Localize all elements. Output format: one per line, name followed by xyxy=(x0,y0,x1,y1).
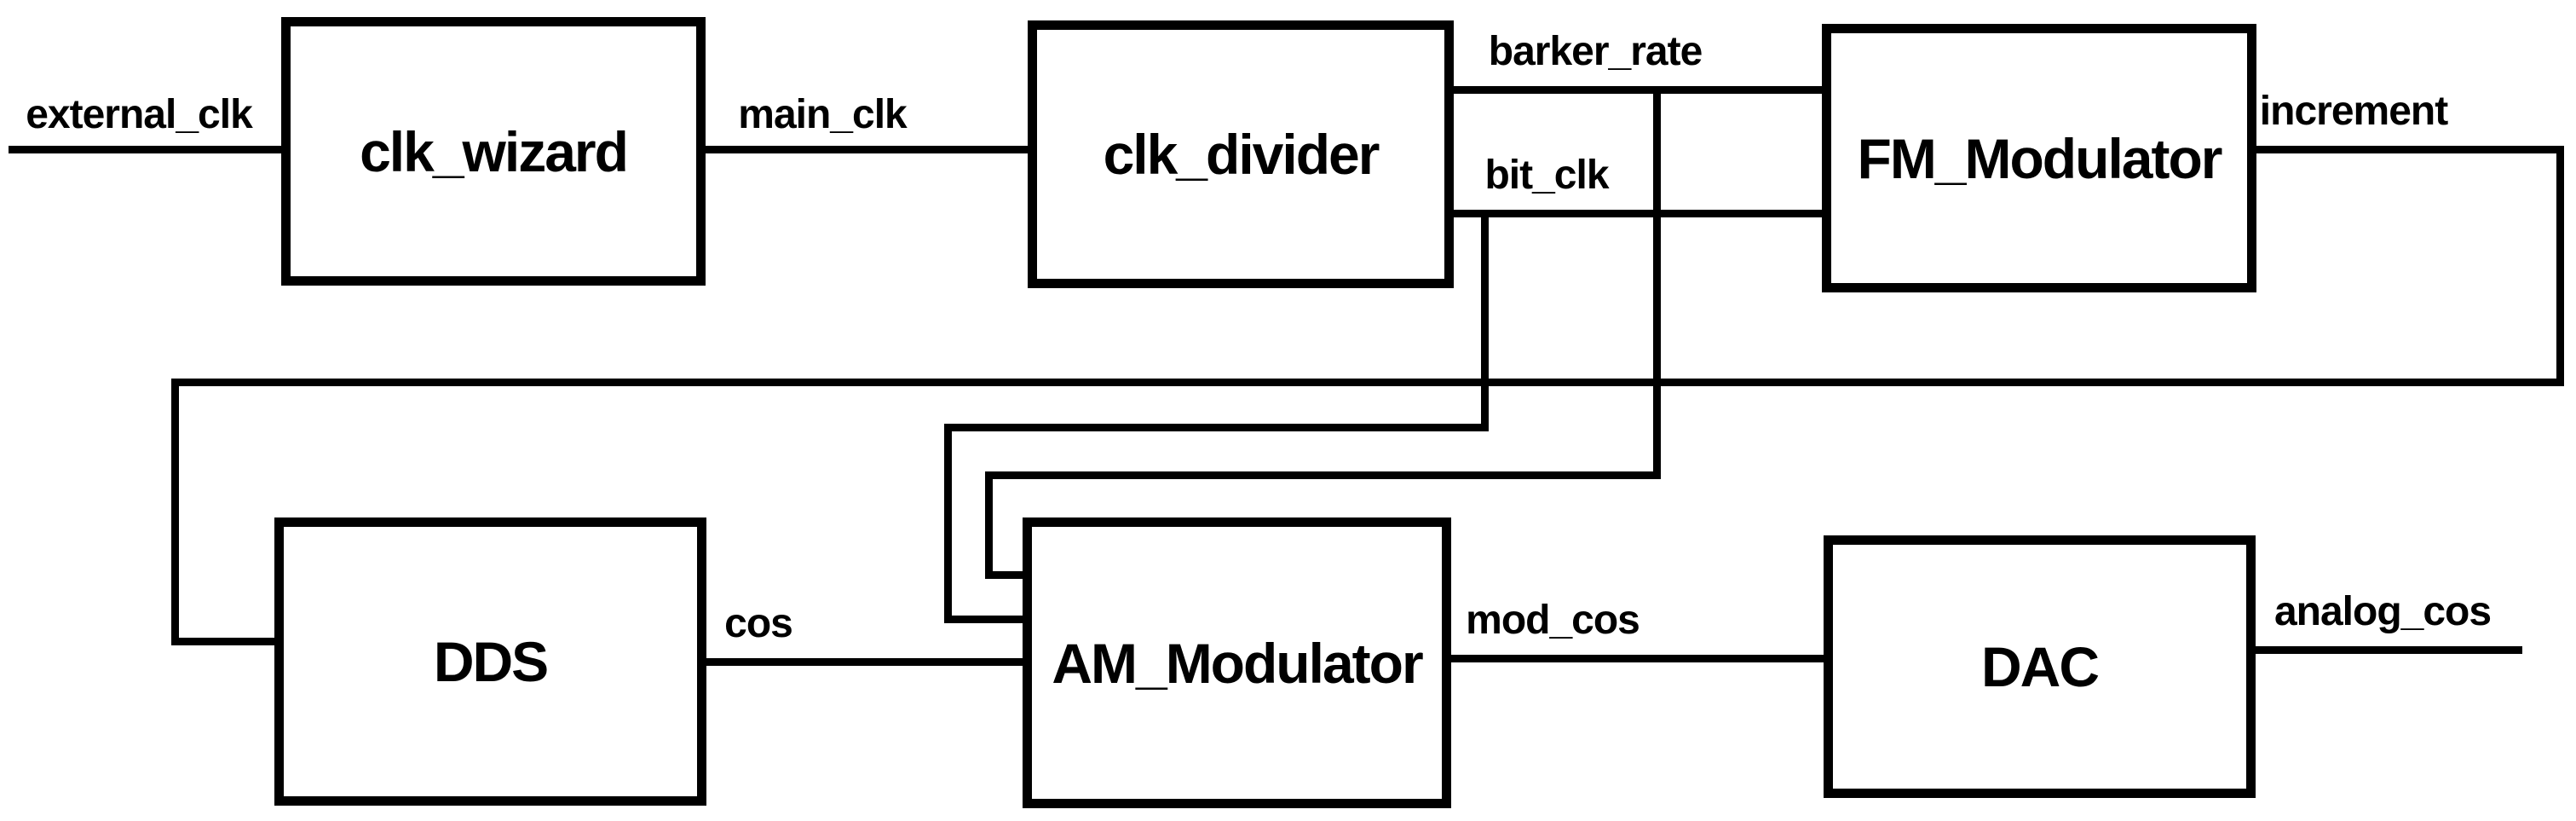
block-dds-label: DDS xyxy=(433,630,549,693)
wire-bit-clk-am-stub xyxy=(944,616,1032,623)
signal-label-main-clk: main_clk xyxy=(738,92,907,137)
signal-label-barker-rate: barker_rate xyxy=(1488,29,1703,74)
block-fm-modulator-label: FM_Modulator xyxy=(1857,126,2223,190)
signal-label-external-clk: external_clk xyxy=(26,92,253,137)
block-clk-wizard-label: clk_wizard xyxy=(360,119,629,183)
wire-bit-clk-drop xyxy=(1481,210,1489,431)
wire-cos xyxy=(706,658,1032,666)
signal-label-analog-cos: analog_cos xyxy=(2273,589,2492,634)
wire-increment-feedback xyxy=(171,379,2564,386)
wire-analog-cos xyxy=(2256,646,2522,654)
wire-bit-clk-down-to-am xyxy=(944,424,952,623)
block-am-modulator: AM_Modulator xyxy=(1023,517,1451,808)
block-am-modulator-label: AM_Modulator xyxy=(1052,631,1423,695)
wire-bit-clk xyxy=(1454,210,1822,217)
block-dds: DDS xyxy=(274,517,706,806)
block-clk-wizard: clk_wizard xyxy=(281,17,706,286)
signal-label-bit-clk: bit_clk xyxy=(1484,153,1609,198)
block-clk-divider-label: clk_divider xyxy=(1103,123,1380,186)
wire-mod-cos xyxy=(1451,655,1831,662)
wire-barker-rate xyxy=(1454,86,1822,94)
wire-barker-rate-down-to-am xyxy=(985,471,993,579)
block-dac-label: DAC xyxy=(1981,635,2100,698)
block-fm-modulator: FM_Modulator xyxy=(1822,24,2256,292)
wire-increment xyxy=(2256,146,2564,153)
wire-barker-rate-drop xyxy=(1653,86,1661,479)
wire-bit-clk-return xyxy=(944,424,1489,431)
block-dac: DAC xyxy=(1824,535,2256,798)
wire-external-clk xyxy=(9,146,281,153)
signal-label-mod-cos: mod_cos xyxy=(1466,598,1640,643)
block-clk-divider: clk_divider xyxy=(1028,20,1454,288)
wire-main-clk xyxy=(706,146,1028,153)
wire-increment-right-edge xyxy=(2556,146,2564,386)
wire-barker-rate-return xyxy=(985,471,1661,479)
wire-barker-rate-am-stub xyxy=(985,571,1032,579)
wire-increment-dds-stub xyxy=(171,638,283,645)
wire-feedback-left-edge xyxy=(171,379,179,645)
signal-label-cos: cos xyxy=(724,601,793,646)
signal-label-increment: increment xyxy=(2259,89,2448,134)
